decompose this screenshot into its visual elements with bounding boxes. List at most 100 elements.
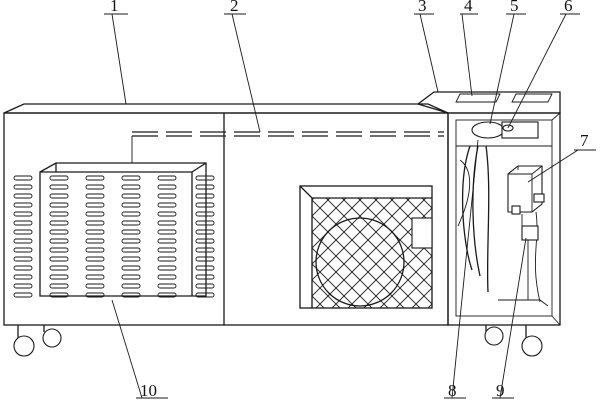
vent-slot (157, 247, 177, 253)
vent-slot (85, 265, 105, 271)
label-1: 1 (110, 0, 119, 15)
vent-slots-panel (13, 175, 215, 298)
label-5: 5 (510, 0, 519, 15)
label-3: 3 (418, 0, 427, 15)
vent-slot (121, 256, 141, 262)
label-9: 9 (496, 381, 505, 400)
vent-slot (85, 229, 105, 235)
vent-slot (49, 238, 69, 244)
vent-slot (85, 202, 105, 208)
vent-slot (85, 283, 105, 289)
vent-slot (157, 283, 177, 289)
vent-slot (195, 175, 215, 181)
vent-slot (121, 247, 141, 253)
vent-slot (121, 220, 141, 226)
vent-slot (195, 184, 215, 190)
vent-slot (49, 247, 69, 253)
leader-lines (104, 13, 596, 399)
vent-slot (121, 292, 141, 298)
vent-slot (195, 229, 215, 235)
fan-grille-unit (299, 185, 433, 309)
vent-slot (85, 220, 105, 226)
vent-slot (13, 202, 33, 208)
vent-slot (195, 202, 215, 208)
vent-slot (157, 184, 177, 190)
water-tank (39, 162, 207, 297)
vent-slot (49, 274, 69, 280)
vent-slot (157, 202, 177, 208)
vent-slot (85, 175, 105, 181)
vent-slot (195, 283, 215, 289)
label-10: 10 (140, 381, 157, 400)
connecting-pipe (131, 131, 444, 163)
vent-slot (13, 184, 33, 190)
vent-slot (85, 238, 105, 244)
vent-slot (49, 256, 69, 262)
vent-slot (121, 211, 141, 217)
vent-slot (195, 256, 215, 262)
vent-slot (121, 283, 141, 289)
vent-slot (157, 265, 177, 271)
vent-slot (13, 175, 33, 181)
vent-slot (49, 193, 69, 199)
vent-slot (157, 211, 177, 217)
reference-numerals: 1 2 3 4 5 6 7 8 9 10 (110, 0, 589, 400)
vent-slot (49, 202, 69, 208)
vent-slot (85, 184, 105, 190)
vent-slot (157, 220, 177, 226)
label-2: 2 (230, 0, 239, 15)
vent-slot (195, 274, 215, 280)
vent-slot (157, 175, 177, 181)
vent-slot (85, 274, 105, 280)
vent-slot (195, 247, 215, 253)
vent-slot (13, 220, 33, 226)
vent-slot (13, 265, 33, 271)
vent-slot (121, 265, 141, 271)
label-4: 4 (464, 0, 473, 15)
vent-slot (195, 238, 215, 244)
vent-slot (157, 238, 177, 244)
vent-slot (157, 274, 177, 280)
control-compartment (416, 91, 561, 326)
vent-slot (49, 220, 69, 226)
vent-slot (13, 283, 33, 289)
vent-slot (85, 292, 105, 298)
vent-slot (195, 211, 215, 217)
vent-slot (157, 229, 177, 235)
vent-slot (195, 292, 215, 298)
vent-slot (13, 247, 33, 253)
vent-slot (157, 256, 177, 262)
vent-slot (121, 238, 141, 244)
vent-slot (121, 184, 141, 190)
vent-slot (157, 292, 177, 298)
vent-slot (13, 238, 33, 244)
vent-slot (49, 283, 69, 289)
vent-slot (49, 292, 69, 298)
vent-slot (121, 193, 141, 199)
vent-slot (13, 274, 33, 280)
vent-slot (157, 193, 177, 199)
vent-slot (49, 184, 69, 190)
vent-slot (195, 193, 215, 199)
vent-slot (85, 211, 105, 217)
vent-slot (49, 211, 69, 217)
vent-slot (121, 202, 141, 208)
vent-slot (49, 265, 69, 271)
vent-slot (195, 265, 215, 271)
label-8: 8 (448, 381, 457, 400)
label-7: 7 (580, 131, 589, 150)
vent-slot (49, 229, 69, 235)
vent-slot (13, 229, 33, 235)
vent-slot (121, 274, 141, 280)
vent-slot (85, 247, 105, 253)
vent-slot (121, 175, 141, 181)
vent-slot (195, 220, 215, 226)
vent-slot (121, 229, 141, 235)
vent-slot (13, 211, 33, 217)
vent-slot (13, 292, 33, 298)
vent-slot (13, 256, 33, 262)
vent-slot (85, 193, 105, 199)
vent-slot (13, 193, 33, 199)
vent-slot (49, 175, 69, 181)
